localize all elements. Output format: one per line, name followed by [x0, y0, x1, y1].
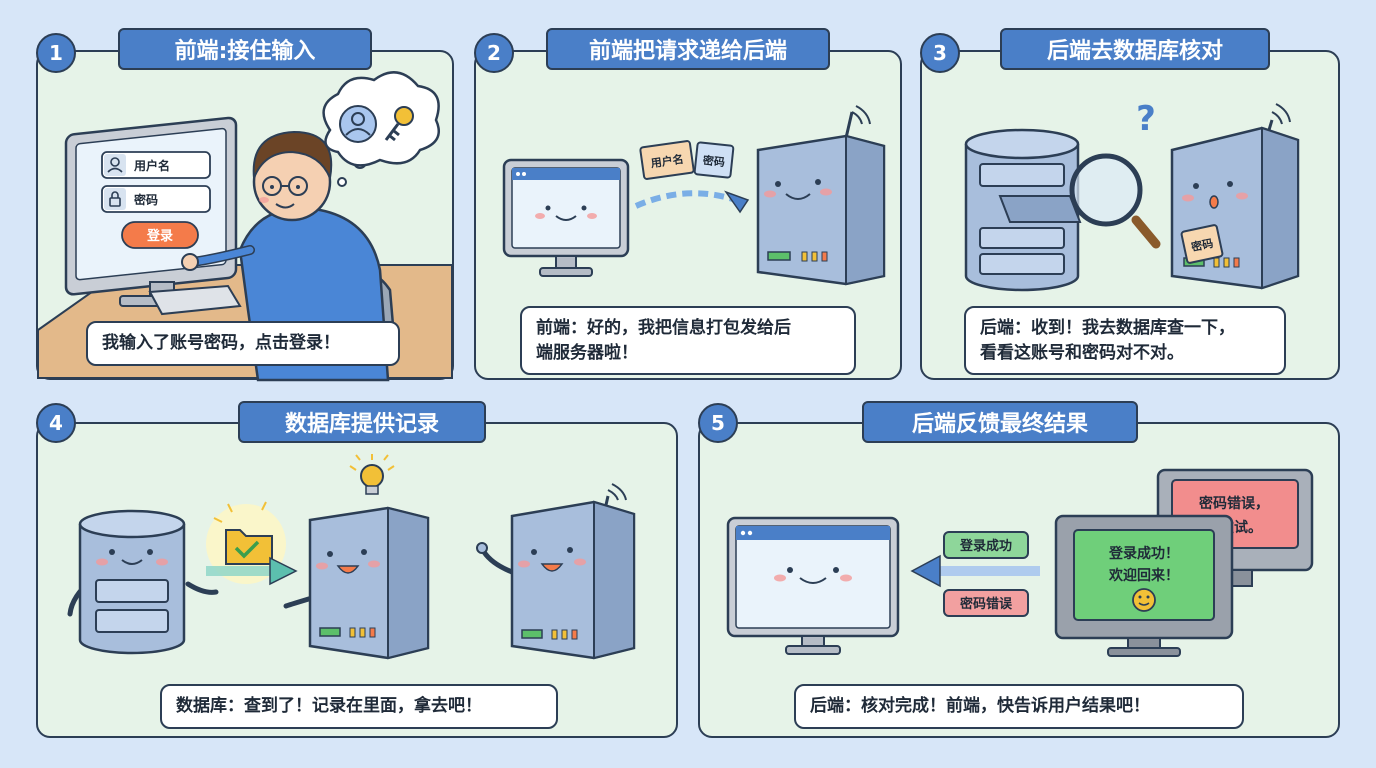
question-mark: ? — [1136, 99, 1156, 139]
username-label: 用户名 — [133, 158, 170, 173]
step-number-3: 3 — [920, 33, 960, 73]
step-number-2: 2 — [474, 33, 514, 73]
success-screen-line: 登录成功！ — [1108, 545, 1179, 562]
panel-1-speech: 我输入了账号密码，点击登录！ — [86, 321, 400, 366]
keyboard — [148, 284, 242, 316]
speech-line: 后端：收到！我去数据库查一下， — [980, 318, 1235, 338]
panel-3-title: 后端去数据库核对 — [1000, 28, 1270, 70]
panel-1-title: 前端:接住输入 — [118, 28, 372, 70]
username-field — [101, 151, 211, 179]
success-tag — [943, 531, 1029, 559]
panel-4-speech: 数据库：查到了！记录在里面，拿去吧！ — [160, 684, 558, 729]
panel-2-title: 前端把请求递给后端 — [546, 28, 830, 70]
speech-line: 后端：核对完成！前端，快告诉用户结果吧！ — [810, 696, 1150, 716]
lock-icon — [109, 197, 121, 207]
panel-4-title: 数据库提供记录 — [238, 401, 486, 443]
user-icon — [110, 157, 120, 167]
password-note — [1180, 224, 1224, 264]
panel-5-title: 后端反馈最终结果 — [862, 401, 1138, 443]
error-tag — [943, 589, 1029, 617]
thought-bubble — [322, 71, 440, 167]
packet-password-label: 密码 — [702, 153, 725, 169]
check-icon — [234, 540, 260, 559]
speech-line: 数据库：查到了！记录在里面，拿去吧！ — [176, 696, 482, 716]
panel-3-speech: 后端：收到！我去数据库查一下， 看看这账号和密码对不对。 — [964, 306, 1286, 376]
key-icon — [394, 106, 414, 126]
password-field — [101, 185, 211, 213]
success-screen-line: 欢迎回来！ — [1108, 567, 1179, 584]
panel-5-speech: 后端：核对完成！前端，快告诉用户结果吧！ — [794, 684, 1244, 729]
step-number-5: 5 — [698, 403, 738, 443]
speech-line: 我输入了账号密码，点击登录！ — [102, 333, 340, 353]
person-hair — [252, 130, 333, 182]
step-number-4: 4 — [36, 403, 76, 443]
packet-username — [639, 140, 695, 180]
speech-line: 前端：好的，我把信息打包发给后 — [536, 318, 791, 338]
password-label: 密码 — [134, 192, 158, 207]
magnifier-icon — [1069, 153, 1143, 227]
speech-line: 看看这账号和密码对不对。 — [980, 342, 1184, 363]
success-tag-label: 登录成功 — [959, 538, 1012, 554]
login-button-label: 登录 — [146, 228, 173, 244]
panel-2-speech: 前端：好的，我把信息打包发给后 端服务器啦！ — [520, 306, 856, 376]
arrow-right — [269, 556, 298, 586]
step-number-1: 1 — [36, 33, 76, 73]
error-screen-line: 密码错误， — [1198, 495, 1269, 512]
packet-username-label: 用户名 — [650, 152, 685, 170]
password-note-label: 密码 — [1190, 236, 1214, 254]
error-tag-label: 密码错误 — [959, 596, 1013, 612]
smiley-icon — [1132, 588, 1156, 612]
arrow-left — [910, 554, 941, 588]
packet-password — [693, 141, 735, 179]
speech-line: 端服务器啦！ — [536, 342, 638, 363]
folder-icon — [225, 529, 273, 565]
login-button — [121, 221, 199, 249]
arrow-right — [634, 190, 737, 209]
